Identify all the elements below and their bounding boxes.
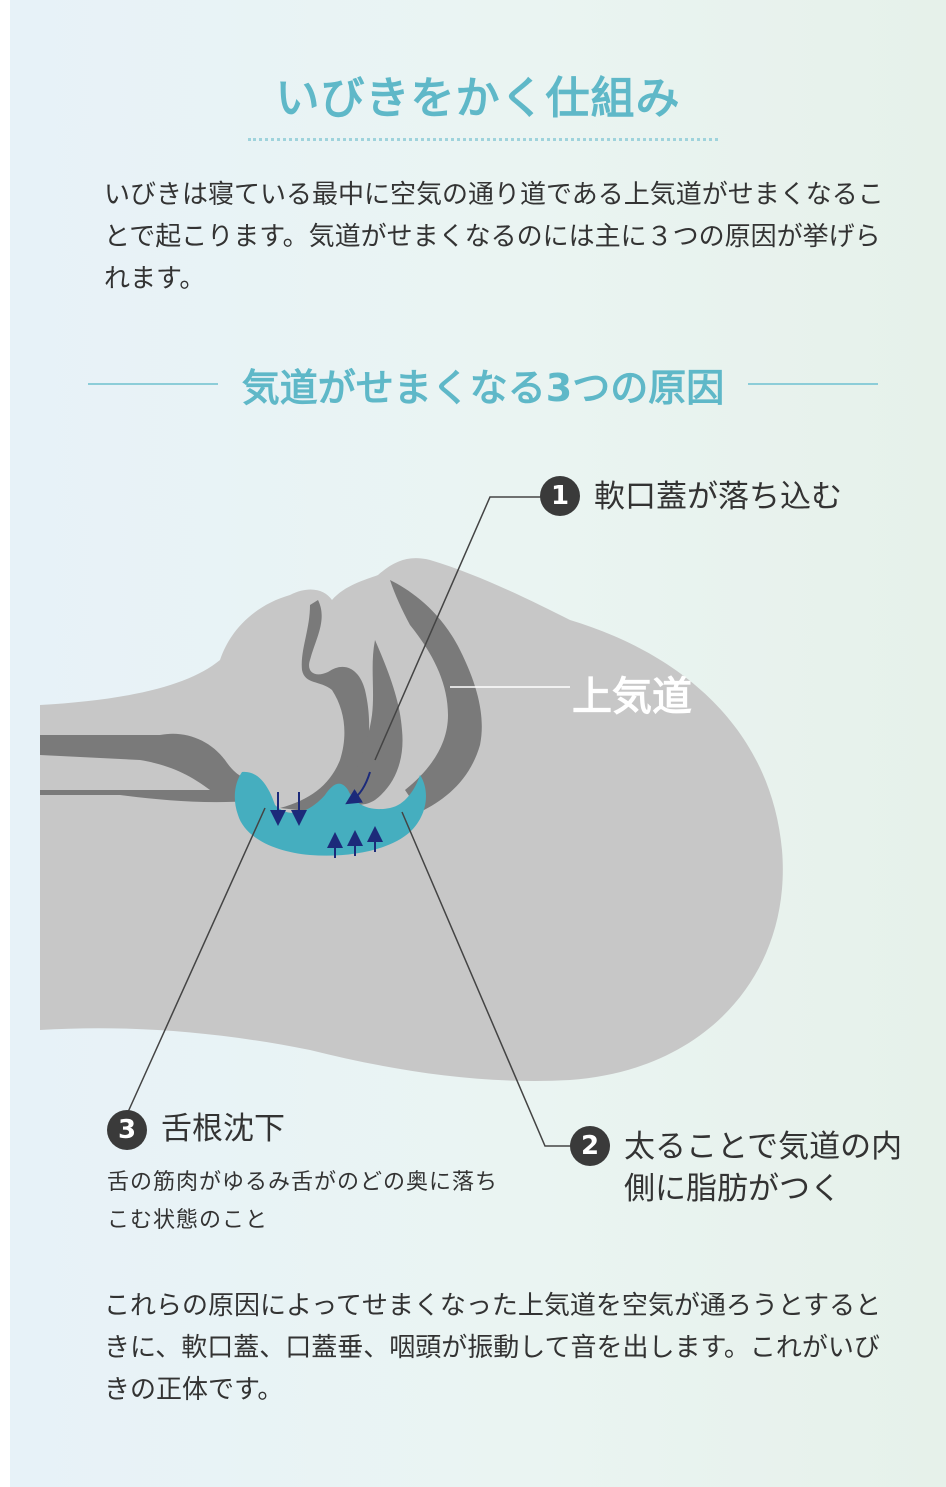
upper-airway <box>280 600 370 812</box>
airway-label: 上気道 <box>572 674 692 720</box>
page-title: いびきをかく仕組み <box>275 73 681 124</box>
leader-line-3 <box>127 807 266 1113</box>
snoring-diagram <box>40 496 783 1147</box>
soft-palate <box>348 640 403 805</box>
section-subtitle: 気道がせまくなる3つの原因 <box>241 365 725 410</box>
intro-text: いびきは寝ている最中に空気の通り道である上気道がせまくなることで起こります。気道… <box>104 180 884 294</box>
cause-3-number: 3 <box>107 1110 147 1150</box>
content-panel: いびきをかく仕組み いびきは寝ている最中に空気の通り道である上気道がせまくなるこ… <box>10 0 946 1487</box>
leader-line-1 <box>374 496 550 761</box>
cause-3-label: 舌根沈下 <box>161 1111 285 1147</box>
cause-1-number: 1 <box>540 476 580 516</box>
title-divider <box>248 138 718 141</box>
cause-2-number: 2 <box>570 1126 610 1166</box>
section-heading: 気道がせまくなる3つの原因 <box>88 356 879 412</box>
pharynx <box>390 580 482 812</box>
cause-1: 1 軟口蓋が落ち込む <box>540 476 842 518</box>
cause-1-label: 軟口蓋が落ち込む <box>594 479 842 515</box>
throat-shadow <box>40 755 210 790</box>
arrow-palate <box>345 771 371 805</box>
heading-rule-left <box>88 383 218 385</box>
cause-2: 2 太ることで気道の内側に脂肪がつく <box>570 1126 924 1210</box>
conclusion-text: これらの原因によってせまくなった上気道を空気が通ろうとするときに、軟口蓋、口蓋垂… <box>104 1291 882 1405</box>
leader-line-2 <box>401 811 580 1147</box>
cause-3-description: 舌の筋肉がゆるみ舌がのどの奥に落ちこむ状態のこと <box>107 1170 499 1233</box>
cause-2-label: 太ることで気道の内側に脂肪がつく <box>624 1129 903 1207</box>
heading-rule-right <box>748 383 879 385</box>
cause-3: 3 舌根沈下 <box>107 1110 285 1150</box>
